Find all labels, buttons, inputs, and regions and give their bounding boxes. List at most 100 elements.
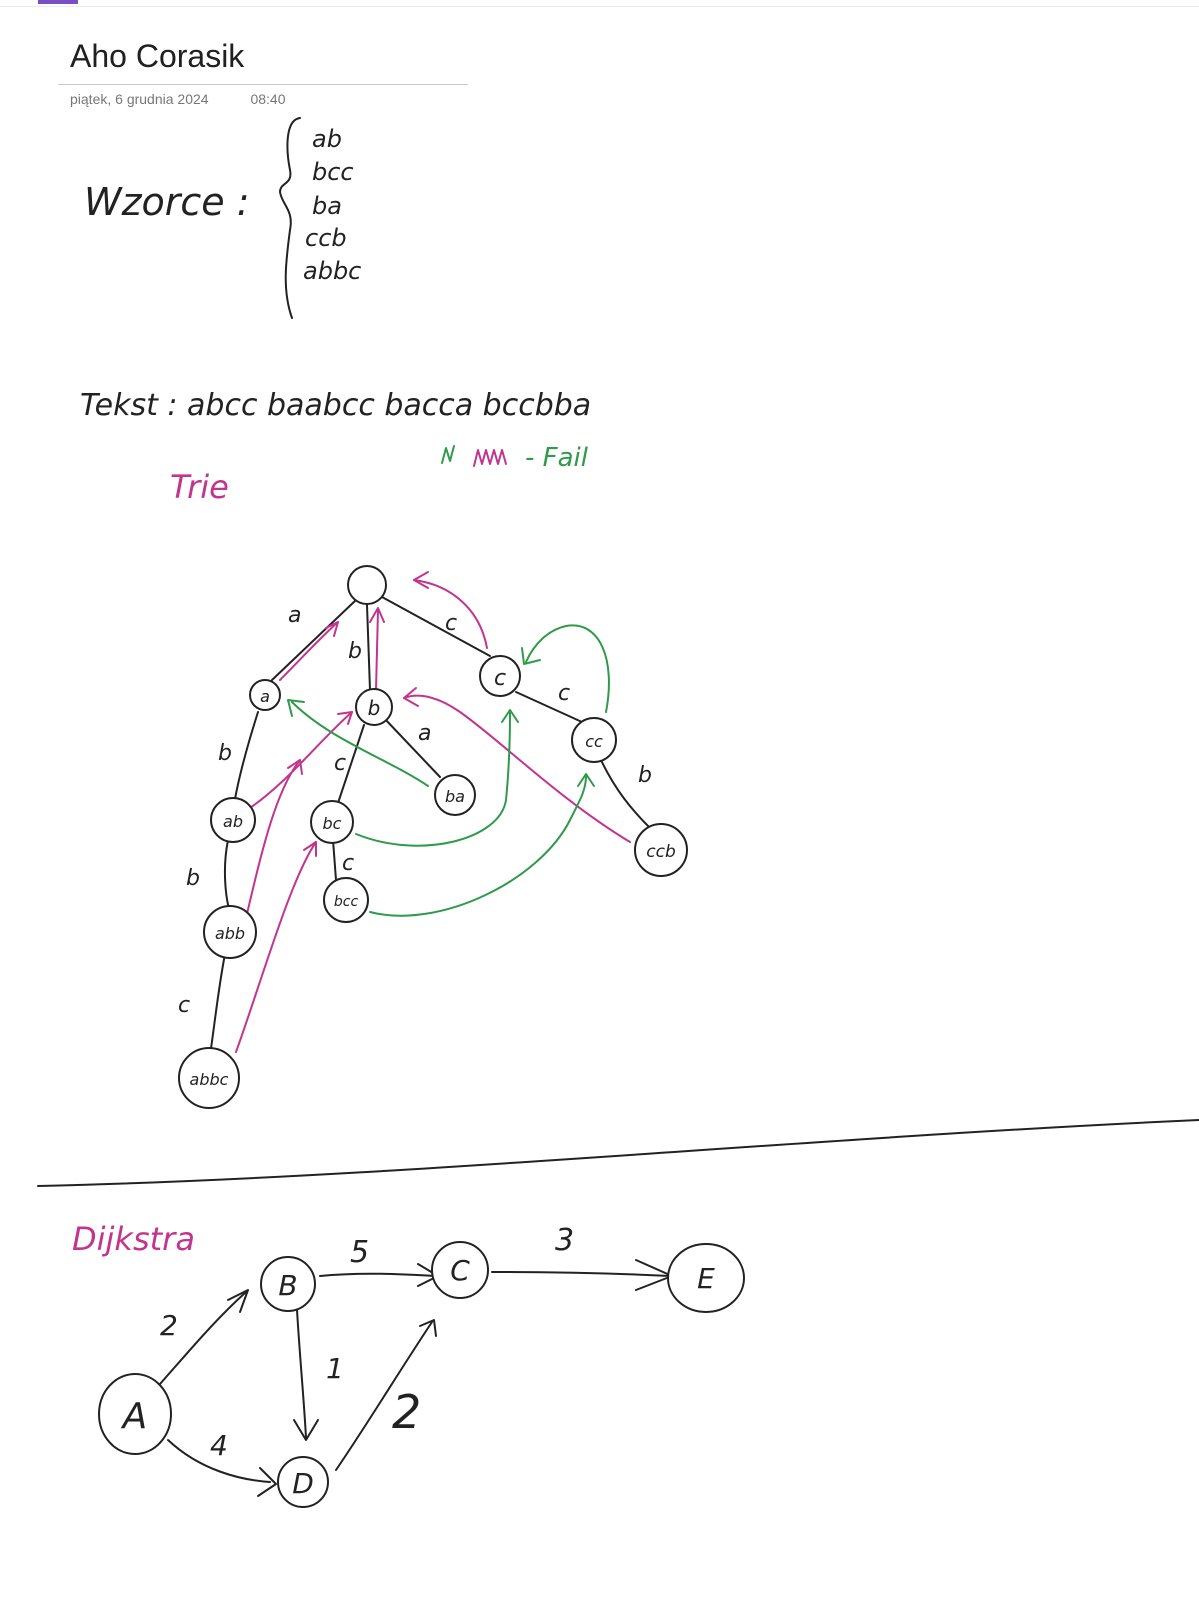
svg-text:ccb: ccb: [646, 842, 675, 862]
edge-weight: 3: [555, 1223, 574, 1258]
trie-edge-label: b: [638, 763, 652, 788]
active-page-marker: [38, 0, 78, 4]
fail-arrowhead: [287, 759, 303, 775]
svg-text:b: b: [368, 696, 381, 720]
svg-text:cc: cc: [585, 732, 603, 751]
graph-node: C: [431, 1241, 489, 1299]
fail-links-magenta: [235, 571, 631, 1053]
trie-edge-label: b: [348, 639, 362, 664]
fail-arrowhead: [337, 711, 353, 725]
fail-link: [375, 609, 379, 691]
legend-fail-label: - Fail: [525, 443, 589, 473]
fail-link: [413, 579, 488, 649]
trie-edge: [223, 839, 231, 913]
svg-text:ba: ba: [445, 787, 465, 806]
fail-link: [403, 694, 631, 843]
trie-node: ba: [434, 774, 476, 816]
trie-edge-label: c: [334, 751, 346, 776]
trie-node: abb: [203, 905, 257, 959]
graph-edge: [319, 1272, 436, 1277]
fail-arrowhead: [413, 571, 429, 589]
svg-text:B: B: [278, 1269, 297, 1302]
trie-edge-label: c: [445, 611, 457, 636]
svg-text:bcc: bcc: [334, 894, 359, 910]
trie-node: c: [479, 655, 521, 697]
svg-text:abbc: abbc: [190, 1070, 229, 1089]
graph-node: B: [260, 1256, 316, 1312]
svg-text:A: A: [121, 1396, 148, 1437]
edge-weight: 2: [392, 1385, 421, 1439]
edge-weight: 1: [326, 1352, 344, 1385]
trie-edges: [209, 596, 651, 1056]
trie-node: ccb: [634, 823, 688, 877]
fail-link: [369, 775, 587, 917]
trie-node: ab: [210, 797, 256, 843]
svg-text:D: D: [292, 1467, 314, 1500]
graph-edge: [335, 1321, 433, 1471]
fail-link: [291, 701, 429, 787]
trie-node-root: [347, 565, 387, 605]
patterns-label: Wzorce :: [84, 180, 250, 224]
trie-edge-labels: a b c b c a c b b c c: [178, 603, 652, 1018]
trie-node: abbc: [178, 1047, 240, 1109]
dijkstra-nodes: A B C D E: [98, 1241, 745, 1508]
pattern-item: abbc: [303, 257, 361, 285]
page-date: piątek, 6 grudnia 2024: [70, 91, 209, 107]
graph-arrowhead: [227, 1289, 249, 1313]
trie-edge: [515, 691, 583, 723]
trie-edge-label: b: [186, 866, 200, 891]
graph-node: E: [667, 1243, 745, 1313]
fail-arrowhead: [287, 699, 305, 717]
fail-arrowhead: [577, 773, 595, 787]
title-underline: [58, 84, 468, 85]
section-separator: [37, 1119, 1199, 1187]
fail-links-green: [287, 624, 610, 917]
fail-link: [249, 711, 353, 809]
page-meta: piątek, 6 grudnia 2024 08:40: [70, 91, 324, 107]
trie-edge-label: c: [558, 681, 570, 706]
patterns-brace: [279, 117, 301, 319]
trie-edge: [209, 953, 226, 1056]
trie-edge-label: a: [418, 721, 431, 746]
page-time: 08:40: [250, 91, 286, 107]
legend-green-swatch: [441, 445, 455, 464]
fail-link: [525, 624, 610, 713]
dijkstra-edges: [159, 1259, 673, 1497]
trie-node: bcc: [323, 877, 369, 923]
graph-edge: [159, 1291, 247, 1385]
dijkstra-weights: 2 4 5 1 2 3: [160, 1223, 574, 1462]
svg-text:abb: abb: [215, 924, 245, 943]
graph-arrowhead: [293, 1419, 319, 1441]
fail-arrowhead: [501, 709, 519, 723]
fail-link: [355, 711, 511, 847]
fail-link: [235, 841, 317, 1053]
fail-link: [245, 759, 301, 919]
svg-text:ab: ab: [223, 812, 243, 831]
patterns-section: Wzorce : ab bcc ba ccb abbc: [84, 117, 361, 319]
svg-text:bc: bc: [323, 814, 342, 833]
fail-arrowhead: [325, 621, 339, 637]
trie-edge: [599, 757, 651, 829]
pattern-item: ab: [312, 125, 342, 153]
fail-arrowhead: [403, 687, 419, 707]
fail-arrowhead: [369, 607, 385, 623]
trie-edge: [381, 596, 491, 657]
trie-label: Trie: [170, 468, 229, 506]
fail-arrowhead: [303, 841, 317, 857]
trie-node: a: [249, 679, 281, 711]
trie-node: cc: [571, 717, 617, 763]
trie-edge-label: c: [342, 851, 354, 876]
trie-edge-label: a: [288, 603, 301, 628]
graph-node: D: [277, 1456, 329, 1508]
pattern-item: bcc: [312, 158, 354, 186]
legend: - Fail: [441, 443, 589, 473]
fail-link: [279, 621, 339, 681]
trie-edge: [332, 839, 337, 881]
graph-edge: [296, 1309, 307, 1439]
dijkstra-label: Dijkstra: [72, 1220, 195, 1258]
trie-edge: [366, 604, 371, 691]
edge-weight: 5: [350, 1235, 369, 1270]
trie-edge: [233, 711, 259, 806]
page-title[interactable]: Aho Corasik: [70, 38, 245, 74]
